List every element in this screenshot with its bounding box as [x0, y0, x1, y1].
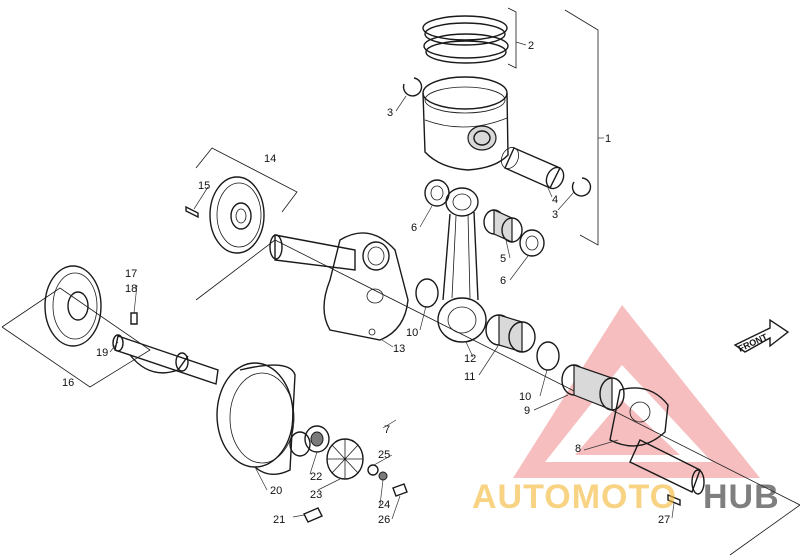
washer-lower [536, 341, 560, 371]
callout-10-lower: 10 [519, 391, 531, 403]
circlip-lower [571, 177, 592, 197]
gear-14 [209, 176, 265, 254]
callout-6-lower: 6 [500, 275, 506, 287]
callout-24: 24 [378, 499, 390, 511]
pin-18 [130, 312, 138, 325]
washer-25 [367, 464, 379, 476]
watermark-triangle-core [575, 400, 680, 455]
balance-shaft-19 [112, 334, 219, 385]
watermark-automoto: AUTOMOTO [472, 478, 677, 516]
bracket-14 [195, 147, 298, 213]
callout-labels: 1 2 3 3 4 5 6 6 7 8 9 10 10 11 12 13 14 … [62, 40, 670, 526]
callout-4: 4 [552, 194, 558, 206]
callout-3-lower: 3 [552, 209, 558, 221]
bolt-26 [392, 483, 408, 497]
callout-22: 22 [310, 471, 322, 483]
watermark-logo [513, 305, 760, 478]
nut-24 [378, 471, 388, 481]
callout-12: 12 [464, 353, 476, 365]
leader-lines [109, 41, 675, 520]
callout-21: 21 [273, 514, 285, 526]
callout-11: 11 [464, 371, 475, 383]
watermark-hub: HUB [703, 478, 780, 516]
callout-6-upper: 6 [411, 222, 417, 234]
flywheel-20 [216, 362, 311, 475]
main-bearing-9 [561, 364, 625, 411]
bracket-1 [564, 9, 599, 246]
callout-26: 26 [378, 514, 390, 526]
connecting-rod [437, 187, 487, 343]
needle-bearing-large [485, 314, 536, 353]
group-brackets [1, 7, 800, 556]
callout-15: 15 [198, 180, 210, 192]
water-pump-impeller-23 [326, 438, 364, 480]
washer-upper [415, 278, 439, 308]
crankshaft-left [269, 232, 409, 341]
callout-8: 8 [575, 443, 581, 455]
callout-20: 20 [270, 485, 282, 497]
callout-19: 19 [96, 347, 108, 359]
thrust-washer-lower [519, 229, 545, 257]
piston-pin [500, 147, 565, 190]
callout-25: 25 [378, 449, 390, 461]
callout-7: 7 [384, 424, 390, 436]
watermark-text: AUTOMOTO HUB [472, 478, 780, 516]
callout-13: 13 [393, 343, 405, 355]
front-direction-arrow: FRONT [733, 318, 790, 354]
bracket-7 [195, 239, 800, 556]
callout-10-upper: 10 [406, 327, 418, 339]
piston [422, 76, 509, 171]
callout-14: 14 [264, 153, 276, 165]
callout-17: 17 [125, 268, 137, 280]
callout-23: 23 [310, 489, 322, 501]
circlip-upper [402, 77, 423, 97]
front-label: FRONT [737, 331, 770, 353]
pin-15 [185, 205, 199, 219]
callout-27: 27 [658, 514, 670, 526]
bracket-16 [1, 287, 151, 388]
crankshaft-right [609, 387, 705, 495]
callout-2: 2 [528, 40, 534, 52]
callout-3-upper: 3 [387, 107, 393, 119]
needle-bearing-small [483, 209, 523, 243]
callout-1: 1 [605, 133, 611, 145]
bolt-21 [303, 507, 323, 523]
pin-27 [667, 493, 681, 507]
callout-18: 18 [125, 283, 137, 295]
callout-9: 9 [524, 405, 530, 417]
callout-16: 16 [62, 377, 74, 389]
piston-rings [422, 15, 509, 64]
bracket-2 [507, 7, 517, 69]
callout-5: 5 [500, 253, 506, 265]
gear-17 [44, 265, 102, 347]
